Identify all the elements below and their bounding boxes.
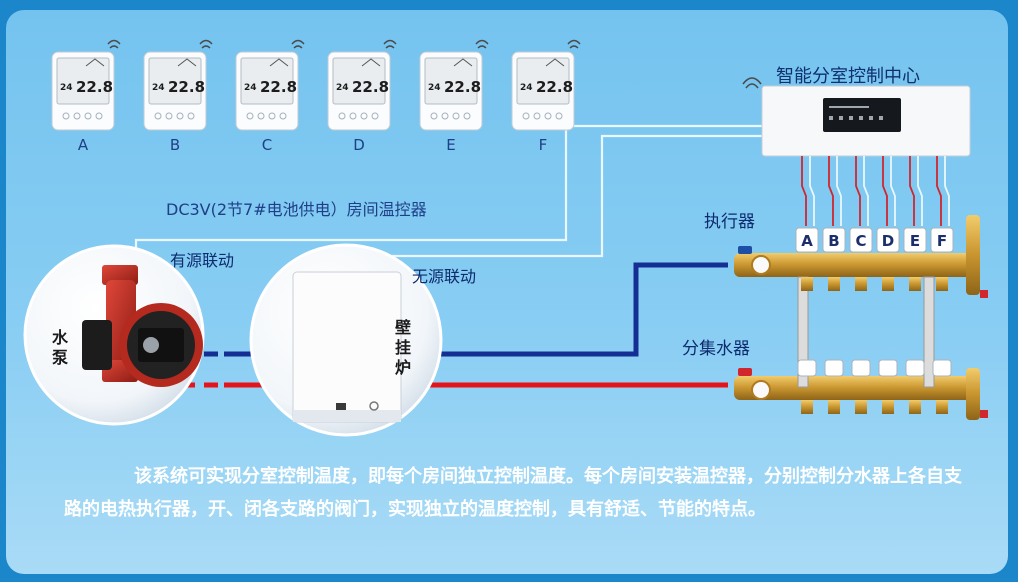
thermostat-big-temp: 22.8 — [536, 78, 573, 96]
wifi-icon — [383, 39, 397, 49]
boiler — [249, 243, 443, 437]
actuator-wire — [809, 156, 815, 226]
thermostat-big-temp: 22.8 — [352, 78, 389, 96]
return-valve-cap — [932, 359, 952, 414]
valve-handle-red — [738, 368, 752, 376]
thermostat-label: E — [446, 136, 456, 154]
actuator-wire — [890, 156, 896, 226]
valve-handle-blue — [738, 246, 752, 254]
actuator-label: 执行器 — [704, 212, 755, 232]
thermostat-label: B — [169, 136, 181, 154]
actuator-letter: B — [828, 232, 839, 250]
pump-label: 水泵 — [51, 328, 68, 367]
drain-cap — [980, 410, 988, 418]
return-valve-cap — [878, 359, 898, 414]
manifold-label: 分集水器 — [682, 339, 750, 359]
thermostat-small-temp: 24 — [336, 83, 349, 93]
return-valve-cap — [851, 359, 871, 414]
thermostat-small-temp: 24 — [428, 83, 441, 93]
wifi-icon — [475, 39, 489, 49]
actuator-wires — [801, 156, 950, 226]
collector-bar — [734, 376, 974, 400]
thermostat-big-temp: 22.8 — [168, 78, 205, 96]
actuator-letter: D — [882, 232, 894, 250]
thermostat-small-temp: 24 — [60, 83, 73, 93]
bracket — [923, 276, 935, 388]
drain-cap — [980, 290, 988, 298]
return-valve-cap — [797, 359, 817, 414]
thermostat-small-temp: 24 — [520, 83, 533, 93]
actuator: E — [903, 227, 927, 291]
active-link-label: 有源联动 — [170, 251, 235, 270]
actuator: B — [822, 227, 846, 291]
boiler-label: 壁挂炉 — [394, 318, 411, 377]
gauge-icon — [751, 255, 771, 275]
thermostat-caption: DC3V(2节7#电池供电）房间温控器 — [166, 200, 427, 219]
wifi-icon — [199, 39, 213, 49]
thermostat-label: C — [261, 136, 273, 154]
actuator: A — [795, 227, 819, 291]
actuator-letter: F — [937, 232, 947, 250]
passive-link-label: 无源联动 — [412, 267, 477, 286]
distributor-bar — [734, 253, 974, 277]
actuator: D — [876, 227, 900, 291]
actuator-wire — [882, 156, 888, 226]
actuator-letter: E — [910, 232, 920, 250]
thermostat-small-temp: 24 — [244, 83, 257, 93]
description: 该系统可实现分室控制温度，即每个房间独立控制温度。每个房间安装温控器，分别控制分… — [64, 466, 962, 520]
actuator-wire — [801, 156, 807, 226]
thermostat-small-temp: 24 — [152, 83, 165, 93]
actuator-wire — [936, 156, 942, 226]
gauge-icon — [751, 380, 771, 400]
actuator: C — [849, 227, 873, 291]
wifi-icon — [567, 39, 581, 49]
actuator-wire — [917, 156, 923, 226]
actuator-wire — [855, 156, 861, 226]
air-vent — [966, 368, 980, 420]
wifi-icon — [742, 77, 762, 89]
thermostat-big-temp: 22.8 — [444, 78, 481, 96]
actuator-wire — [909, 156, 915, 226]
actuator-wire — [944, 156, 950, 226]
thermostat-label: A — [77, 136, 89, 154]
return-valve-cap — [824, 359, 844, 414]
control-center-title: 智能分室控制中心 — [776, 66, 920, 87]
wifi-icon — [291, 39, 305, 49]
thermostat-label: D — [353, 136, 365, 154]
pump — [23, 244, 205, 426]
actuator-wire — [836, 156, 842, 226]
thermostat-label: F — [538, 136, 548, 154]
actuator-wire — [863, 156, 869, 226]
actuator-wire — [828, 156, 834, 226]
actuator: F — [930, 227, 954, 291]
thermostat-big-temp: 22.8 — [260, 78, 297, 96]
wifi-icon — [107, 39, 121, 49]
return-valve-cap — [905, 359, 925, 414]
air-vent — [966, 215, 980, 295]
actuator-letter: C — [855, 232, 866, 250]
actuator-letter: A — [801, 232, 813, 250]
control-center — [742, 77, 971, 157]
thermostat-big-temp: 22.8 — [76, 78, 113, 96]
